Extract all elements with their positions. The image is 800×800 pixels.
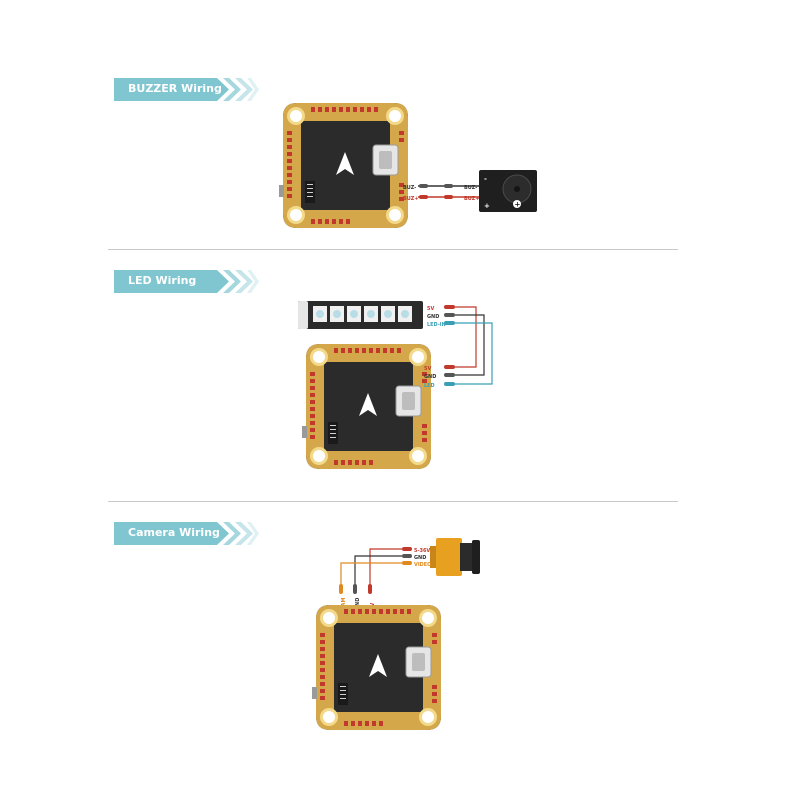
led-cell — [398, 306, 412, 322]
buzzer-minus-sign: - — [484, 175, 487, 183]
buzzer-wires — [418, 184, 482, 199]
stripes-decoration — [209, 78, 259, 101]
svg-text:+: + — [515, 201, 521, 209]
camera-wires — [339, 547, 412, 594]
camera-pad-video: VIDEO — [414, 562, 431, 568]
led-strip-pad-led-in: LED-IN — [427, 322, 446, 328]
led-board-pad-gnd: GND — [424, 374, 436, 380]
stripes-decoration — [209, 270, 259, 293]
led-strip-pad-gnd: GND — [427, 314, 439, 320]
section-tag-camera: Camera Wiring — [114, 522, 259, 545]
camera-pad-power: 5-36V — [414, 548, 430, 554]
stripes-decoration — [209, 522, 259, 545]
flight-controller-board — [301, 343, 432, 471]
buzzer-module-pad-plus: BUZ+ — [464, 196, 480, 202]
led-board-pad-led: LED — [424, 383, 435, 389]
camera-pad-gnd: GND — [414, 555, 426, 561]
led-diagram: 5V GND LED-IN 5V GND LED — [298, 301, 493, 471]
led-cell — [330, 306, 344, 322]
section-divider — [108, 249, 678, 250]
camera-diagram: 5-36V GND VIDEO CAM GND 5V — [311, 538, 480, 732]
buzzer-diagram: BUZ- BUZ+ BUZ- BUZ+ + - + — [278, 102, 537, 230]
camera-board-pad-gnd: GND — [355, 598, 361, 610]
buzzer-plus-sign: + — [484, 202, 490, 210]
fpv-camera — [430, 538, 480, 576]
led-cell — [381, 306, 395, 322]
section-title-buzzer: BUZZER Wiring — [128, 82, 222, 95]
led-board-pad-5v: 5V — [424, 366, 431, 372]
section-title-camera: Camera Wiring — [128, 526, 220, 539]
section-divider — [108, 501, 678, 502]
flight-controller-board — [278, 102, 409, 230]
led-strip-pad-5v: 5V — [427, 306, 434, 312]
section-tag-buzzer: BUZZER Wiring — [114, 78, 259, 101]
buzzer-board-pad-plus: BUZ+ — [403, 196, 419, 202]
led-strip — [298, 301, 423, 329]
section-title-led: LED Wiring — [128, 274, 197, 287]
led-cell — [364, 306, 378, 322]
buzzer-module: + - + — [479, 170, 537, 212]
led-cell — [313, 306, 327, 322]
led-cell — [347, 306, 361, 322]
camera-board-pad-cam: CAM — [341, 598, 347, 610]
section-tag-led: LED Wiring — [114, 270, 259, 293]
led-wires — [444, 305, 493, 386]
flight-controller-board — [311, 604, 442, 732]
buzzer-module-pad-minus: BUZ- — [464, 185, 477, 191]
buzzer-board-pad-minus: BUZ- — [403, 185, 416, 191]
